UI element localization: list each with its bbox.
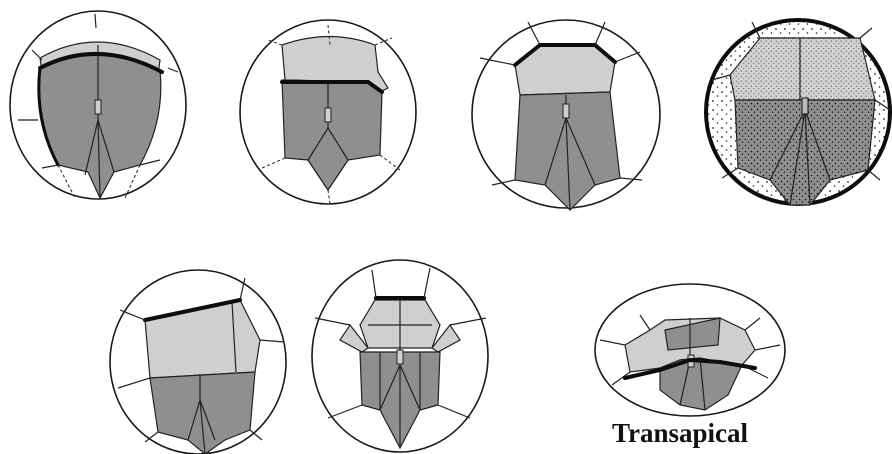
diagram-2: [240, 20, 416, 204]
caption-transapical: Transapical: [612, 418, 748, 449]
diagram-4-stippled: [706, 20, 890, 205]
diagram-5: [110, 270, 286, 454]
diagram-1: [10, 11, 186, 199]
diagram-3: [472, 20, 660, 210]
diagram-7-transapical: [595, 284, 785, 416]
diagram-6: [312, 260, 488, 452]
